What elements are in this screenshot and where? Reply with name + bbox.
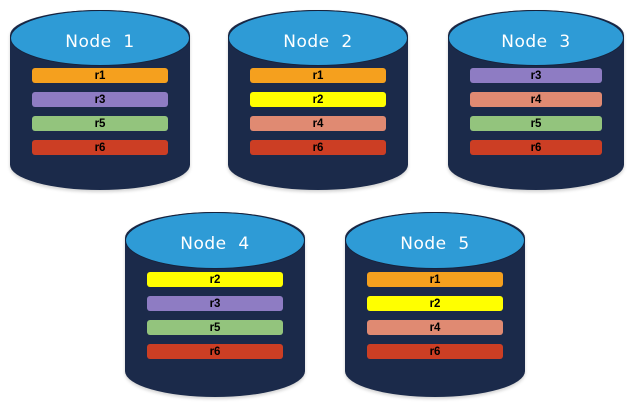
replica-bar-r5[interactable]: r5 [147, 320, 283, 335]
replica-bar-r5[interactable]: r5 [470, 116, 602, 131]
replica-bar-r1[interactable]: r1 [367, 272, 503, 287]
replica-bar-r6[interactable]: r6 [250, 140, 386, 155]
replica-bar-r1[interactable]: r1 [32, 68, 168, 83]
replica-bar-r4[interactable]: r4 [250, 116, 386, 131]
node-top-ellipse-1 [10, 10, 190, 66]
replica-bar-r4[interactable]: r4 [367, 320, 503, 335]
replica-bar-r3[interactable]: r3 [32, 92, 168, 107]
replica-bar-r6[interactable]: r6 [147, 344, 283, 359]
replica-bar-r2[interactable]: r2 [367, 296, 503, 311]
replica-bar-r3[interactable]: r3 [147, 296, 283, 311]
replica-bar-r6[interactable]: r6 [32, 140, 168, 155]
node-top-ellipse-5 [345, 212, 525, 270]
replica-bar-r2[interactable]: r2 [147, 272, 283, 287]
replica-bar-r3[interactable]: r3 [470, 68, 602, 83]
node-replica-list-1: r1 r3 r5 r6 [32, 68, 168, 155]
node-replica-list-5: r1 r2 r4 r6 [367, 272, 503, 359]
node-top-ellipse-2 [228, 10, 408, 66]
node-top-ellipse-4 [125, 212, 305, 270]
replica-bar-r6[interactable]: r6 [367, 344, 503, 359]
node-replica-list-4: r2 r3 r5 r6 [147, 272, 283, 359]
node-replica-list-2: r1 r2 r4 r6 [250, 68, 386, 155]
replica-bar-r4[interactable]: r4 [470, 92, 602, 107]
replica-bar-r5[interactable]: r5 [32, 116, 168, 131]
node-top-ellipse-3 [448, 10, 624, 66]
replica-bar-r2[interactable]: r2 [250, 92, 386, 107]
replica-bar-r1[interactable]: r1 [250, 68, 386, 83]
replica-bar-r6[interactable]: r6 [470, 140, 602, 155]
node-replica-list-3: r3 r4 r5 r6 [470, 68, 602, 155]
